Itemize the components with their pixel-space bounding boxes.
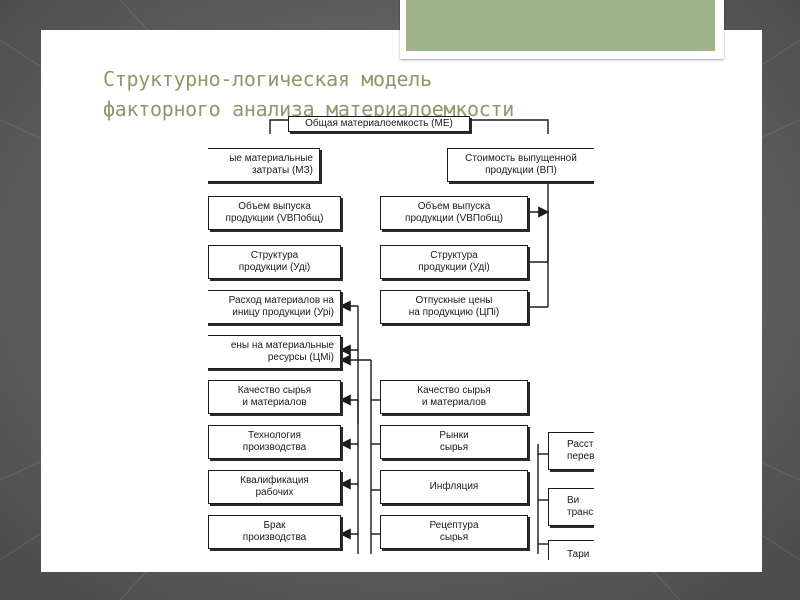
factor-analysis-diagram: Общая материалоемкость (МЕ) ые материаль… (208, 114, 594, 560)
node-label: Объем выпуска (238, 201, 311, 212)
node-label: ресурсы (ЦМi) (267, 352, 334, 363)
node-label: сырья (439, 442, 469, 453)
accent-block (406, 0, 715, 51)
node-label: продукции (VВПобщ) (405, 213, 503, 224)
node-label: рабочих (255, 487, 294, 498)
material-costs-node: ые материальные затраты (МЗ) (208, 148, 320, 182)
middle-factor-node: Рынки сырья (380, 425, 528, 459)
node-label: производства (242, 442, 307, 453)
node-label: Брак (263, 520, 286, 531)
node-label: и материалов (242, 397, 307, 408)
node-label: ены на материальные (230, 340, 334, 351)
root-label: Общая материалоемкость (МЕ) (305, 118, 453, 129)
right-factor-node: Объем выпуска продукции (VВПобщ) (380, 196, 528, 230)
title-line-1: Структурно-логическая модель (103, 67, 432, 91)
node-label: иницу продукции (Урi) (232, 307, 334, 318)
middle-factor-node: Качество сырья и материалов (380, 380, 528, 414)
node-label: Рассто (567, 439, 594, 450)
left-factor-node: Квалификация рабочих (208, 470, 341, 504)
root-node: Общая материалоемкость (МЕ) (288, 116, 470, 132)
far-right-factor-node: Тари (548, 540, 594, 560)
node-label: затраты (МЗ) (252, 165, 313, 176)
node-label: Качество сырья (417, 385, 491, 396)
node-label: Рынки (439, 430, 469, 441)
node-label: производства (242, 532, 307, 543)
left-factor-node: Структура продукции (Удi) (208, 245, 341, 279)
far-right-factor-node: Рассто перев (548, 432, 594, 470)
output-value-node: Стоимость выпущенной продукции (ВП) (447, 148, 594, 182)
node-label: трансп (567, 507, 594, 518)
node-label: Отпускные цены (415, 295, 493, 306)
slide-title: Структурно-логическая модель факторного … (103, 64, 703, 124)
node-label: продукции (VВПобщ) (225, 213, 324, 224)
node-label: Расход материалов на (228, 295, 334, 306)
node-label: Технология (248, 430, 301, 441)
node-label: перев (567, 451, 594, 462)
left-factor-node: Брак производства (208, 515, 341, 549)
node-label: Стоимость выпущенной (465, 153, 577, 164)
right-factor-node: Отпускные цены на продукцию (ЦПi) (380, 290, 528, 324)
right-factor-node: Структура продукции (Удi) (380, 245, 528, 279)
left-factor-node: Объем выпуска продукции (VВПобщ) (208, 196, 341, 230)
node-label: Инфляция (429, 481, 479, 492)
node-label: ые материальные (229, 153, 313, 164)
node-label: Тари (567, 549, 590, 560)
node-label: продукции (ВП) (485, 165, 557, 176)
middle-factor-node: Рецептура сырья (380, 515, 528, 549)
node-label: Структура (250, 250, 299, 261)
left-factor-node: Технология производства (208, 425, 341, 459)
node-label: Рецептура (429, 520, 479, 531)
node-label: и материалов (421, 397, 487, 408)
node-label: Качество сырья (237, 385, 312, 396)
node-label: продукции (Удi) (238, 262, 311, 273)
node-label: Квалификация (240, 475, 309, 486)
middle-factor-node: Инфляция (380, 470, 528, 504)
node-label: Ви (567, 495, 580, 506)
diagram-image: Общая материалоемкость (МЕ) ые материаль… (208, 114, 594, 560)
left-factor-node: ены на материальные ресурсы (ЦМi) (208, 335, 341, 369)
node-label: Объем выпуска (417, 201, 491, 212)
far-right-factor-node: Ви трансп (548, 488, 594, 526)
left-factor-node: Качество сырья и материалов (208, 380, 341, 414)
node-label: на продукцию (ЦПi) (408, 307, 500, 318)
node-label: Структура (430, 250, 478, 261)
left-factor-node: Расход материалов на иницу продукции (Ур… (208, 290, 341, 324)
node-label: сырья (439, 532, 469, 543)
node-label: продукции (Удi) (418, 262, 490, 273)
